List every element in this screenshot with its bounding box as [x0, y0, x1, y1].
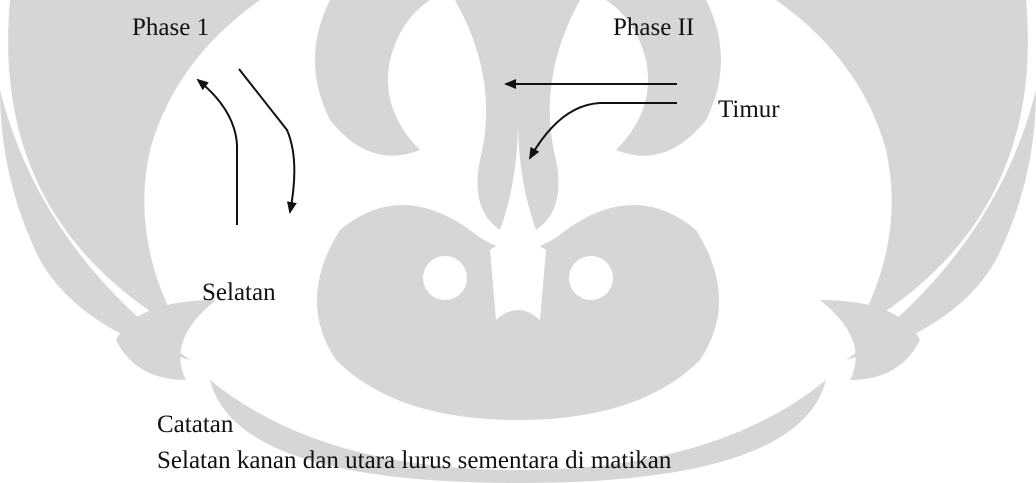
phase1-right-turn-arrow: [238, 68, 297, 214]
phase1-left-turn-arrow: [196, 78, 238, 225]
phase-2-label: Phase II: [613, 14, 695, 41]
east-direction-label: Timur: [718, 96, 780, 123]
phase2-left-turn-arrow: [529, 102, 677, 160]
phase-1-label: Phase 1: [132, 14, 210, 41]
note-heading: Catatan: [157, 411, 234, 438]
south-direction-label: Selatan: [202, 279, 276, 306]
note-text: Selatan kanan dan utara lurus sementara …: [157, 447, 672, 474]
